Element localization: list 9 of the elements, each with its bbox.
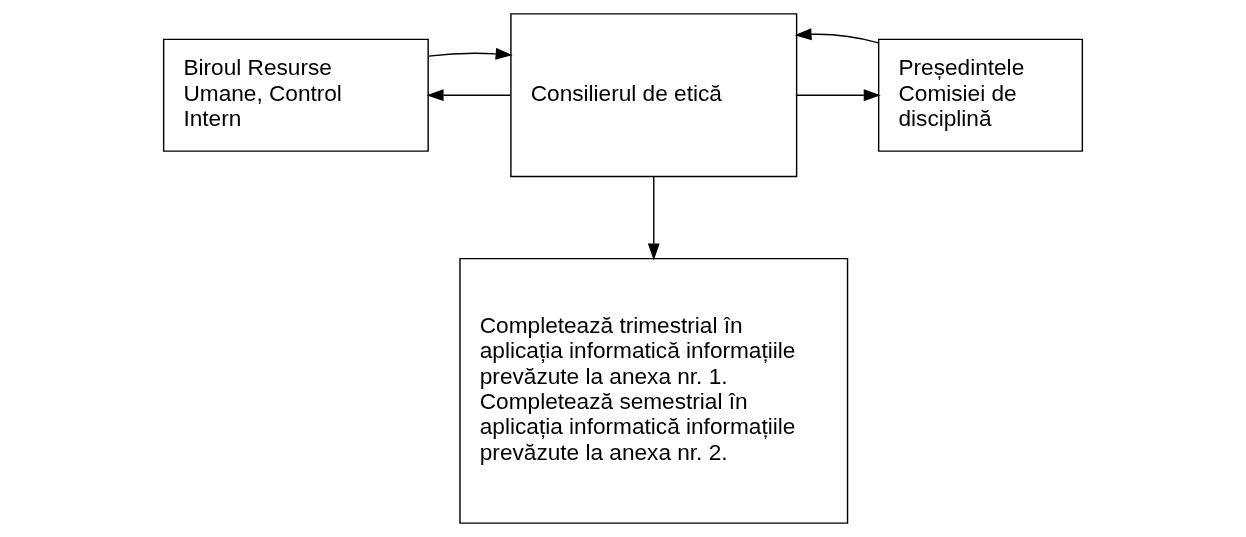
node-box: Biroul Resurse Umane, Control Intern (162, 38, 429, 152)
arrow (428, 47, 513, 60)
arrow (796, 89, 881, 102)
arrow (794, 28, 880, 44)
node-box: Președintele Comisiei de disciplină (877, 38, 1084, 152)
arrow (647, 175, 660, 261)
arrow (426, 89, 512, 102)
node-box: Consilierul de etică (510, 13, 798, 178)
node-box: Completează trimestrial în aplicația informatică informațiile prevăzute la anexa nr. 1. Completează semestrial în aplicația informatică informațiile prevăzute la anexa nr. 2. (459, 257, 849, 524)
